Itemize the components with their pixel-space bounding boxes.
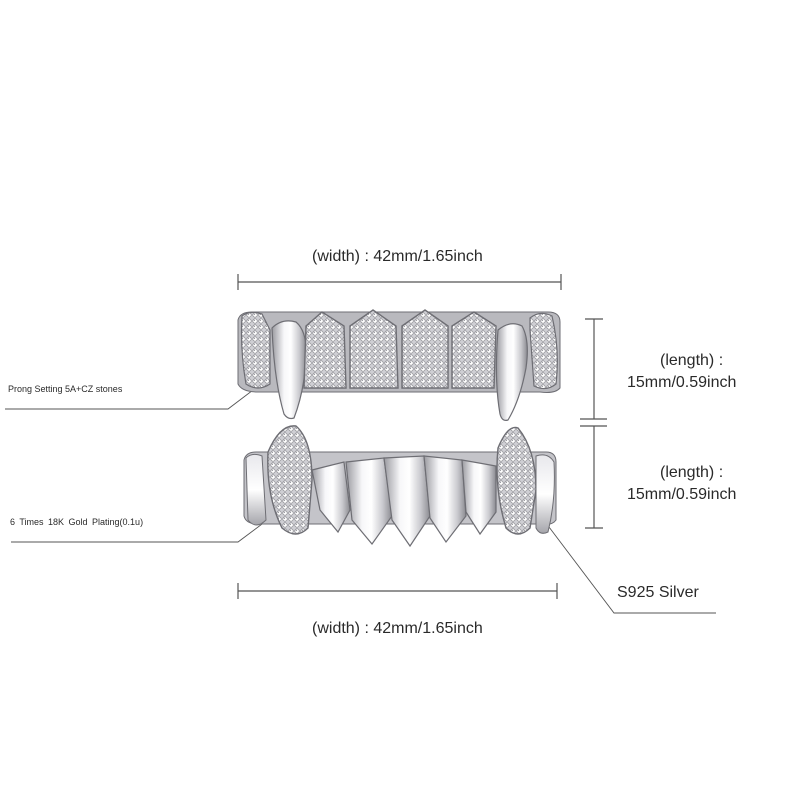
top-width-label: (width) : 42mm/1.65inch: [312, 248, 483, 265]
top-length-value: 15mm/0.59inch: [627, 374, 737, 391]
plating-callout: 6 Times 18K Gold Plating(0.1u): [10, 517, 144, 527]
prong-setting-callout: Prong Setting 5A+CZ stones: [8, 384, 123, 394]
top-length-label: (length) :: [660, 352, 724, 369]
bottom-width-label: (width) : 42mm/1.65inch: [312, 620, 483, 637]
bottom-length-label: (length) :: [660, 464, 724, 481]
bottom-length-value: 15mm/0.59inch: [627, 486, 737, 503]
material-callout: S925 Silver: [617, 584, 699, 601]
top-grill: [237, 309, 561, 421]
bottom-grill: [243, 425, 557, 548]
